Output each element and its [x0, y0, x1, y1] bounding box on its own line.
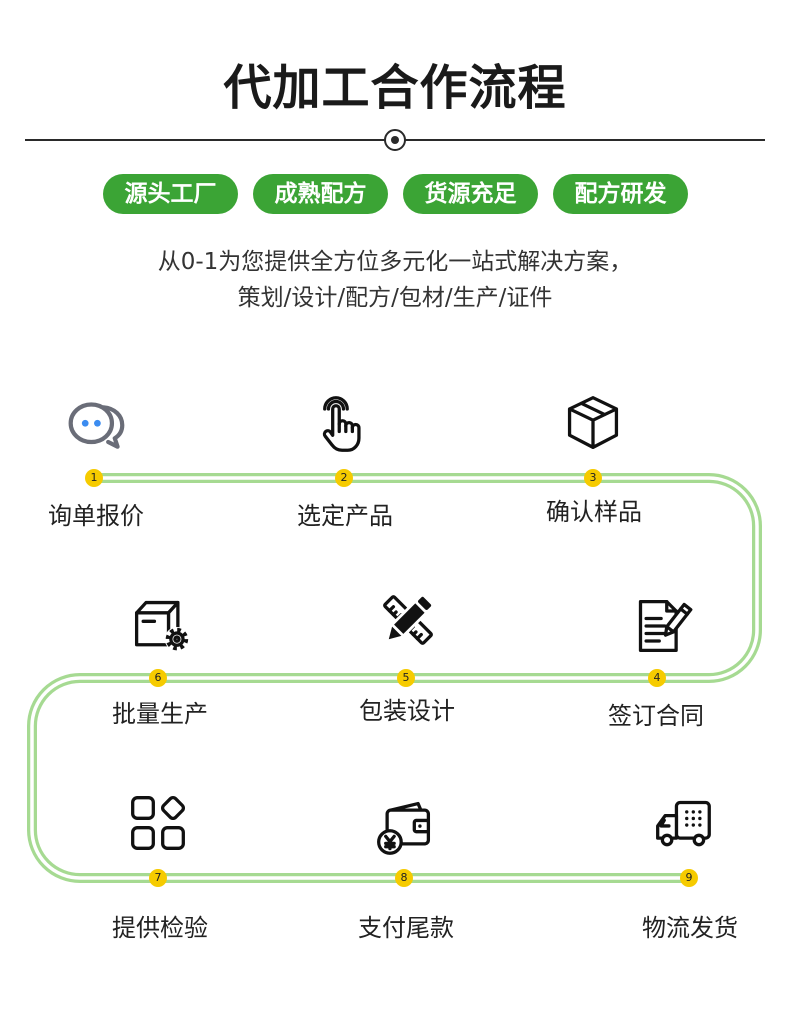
divider-target-icon: [384, 129, 406, 151]
cube-box-icon: [567, 396, 619, 450]
step-label: 签订合同: [608, 702, 704, 730]
step-number-marker: 3: [584, 469, 602, 487]
feature-badge: 货源充足: [403, 174, 538, 214]
wallet-yen-icon: [377, 801, 431, 855]
delivery-truck-icon: [656, 800, 711, 847]
step-label: 批量生产: [112, 700, 208, 728]
divider-target-dot: [391, 136, 399, 144]
step-number-marker: 4: [648, 669, 666, 687]
page-title: 代加工合作流程: [223, 60, 567, 116]
grid-diamond-icon: [131, 795, 186, 850]
step-label: 选定产品: [297, 502, 393, 530]
step-number-marker: 7: [149, 869, 167, 887]
description-line-2: 策划/设计/配方/包材/生产/证件: [237, 285, 553, 311]
chat-bubbles-icon: [68, 402, 125, 449]
step-label: 确认样品: [546, 498, 642, 526]
step-label: 支付尾款: [358, 914, 454, 942]
feature-badge: 源头工厂: [103, 174, 238, 214]
hand-tap-icon: [322, 396, 361, 452]
feature-badges: 源头工厂 成熟配方 货源充足 配方研发: [103, 174, 688, 214]
pencil-ruler-icon: [383, 592, 436, 645]
step-number-marker: 2: [335, 469, 353, 487]
step-label: 物流发货: [642, 914, 738, 942]
step-number-marker: 6: [149, 669, 167, 687]
step-label: 提供检验: [112, 914, 208, 942]
feature-badge: 成熟配方: [253, 174, 388, 214]
step-label: 包装设计: [359, 697, 455, 725]
description-line-1: 从0-1为您提供全方位多元化一站式解决方案，: [157, 249, 633, 275]
box-gear-icon: [134, 600, 190, 652]
step-number-marker: 5: [397, 669, 415, 687]
step-number-marker: 8: [395, 869, 413, 887]
step-label: 询单报价: [48, 502, 144, 530]
step-number-marker: 9: [680, 869, 698, 887]
feature-badge: 配方研发: [553, 174, 688, 214]
contract-document-pen-icon: [638, 599, 693, 653]
step-number-marker: 1: [85, 469, 103, 487]
